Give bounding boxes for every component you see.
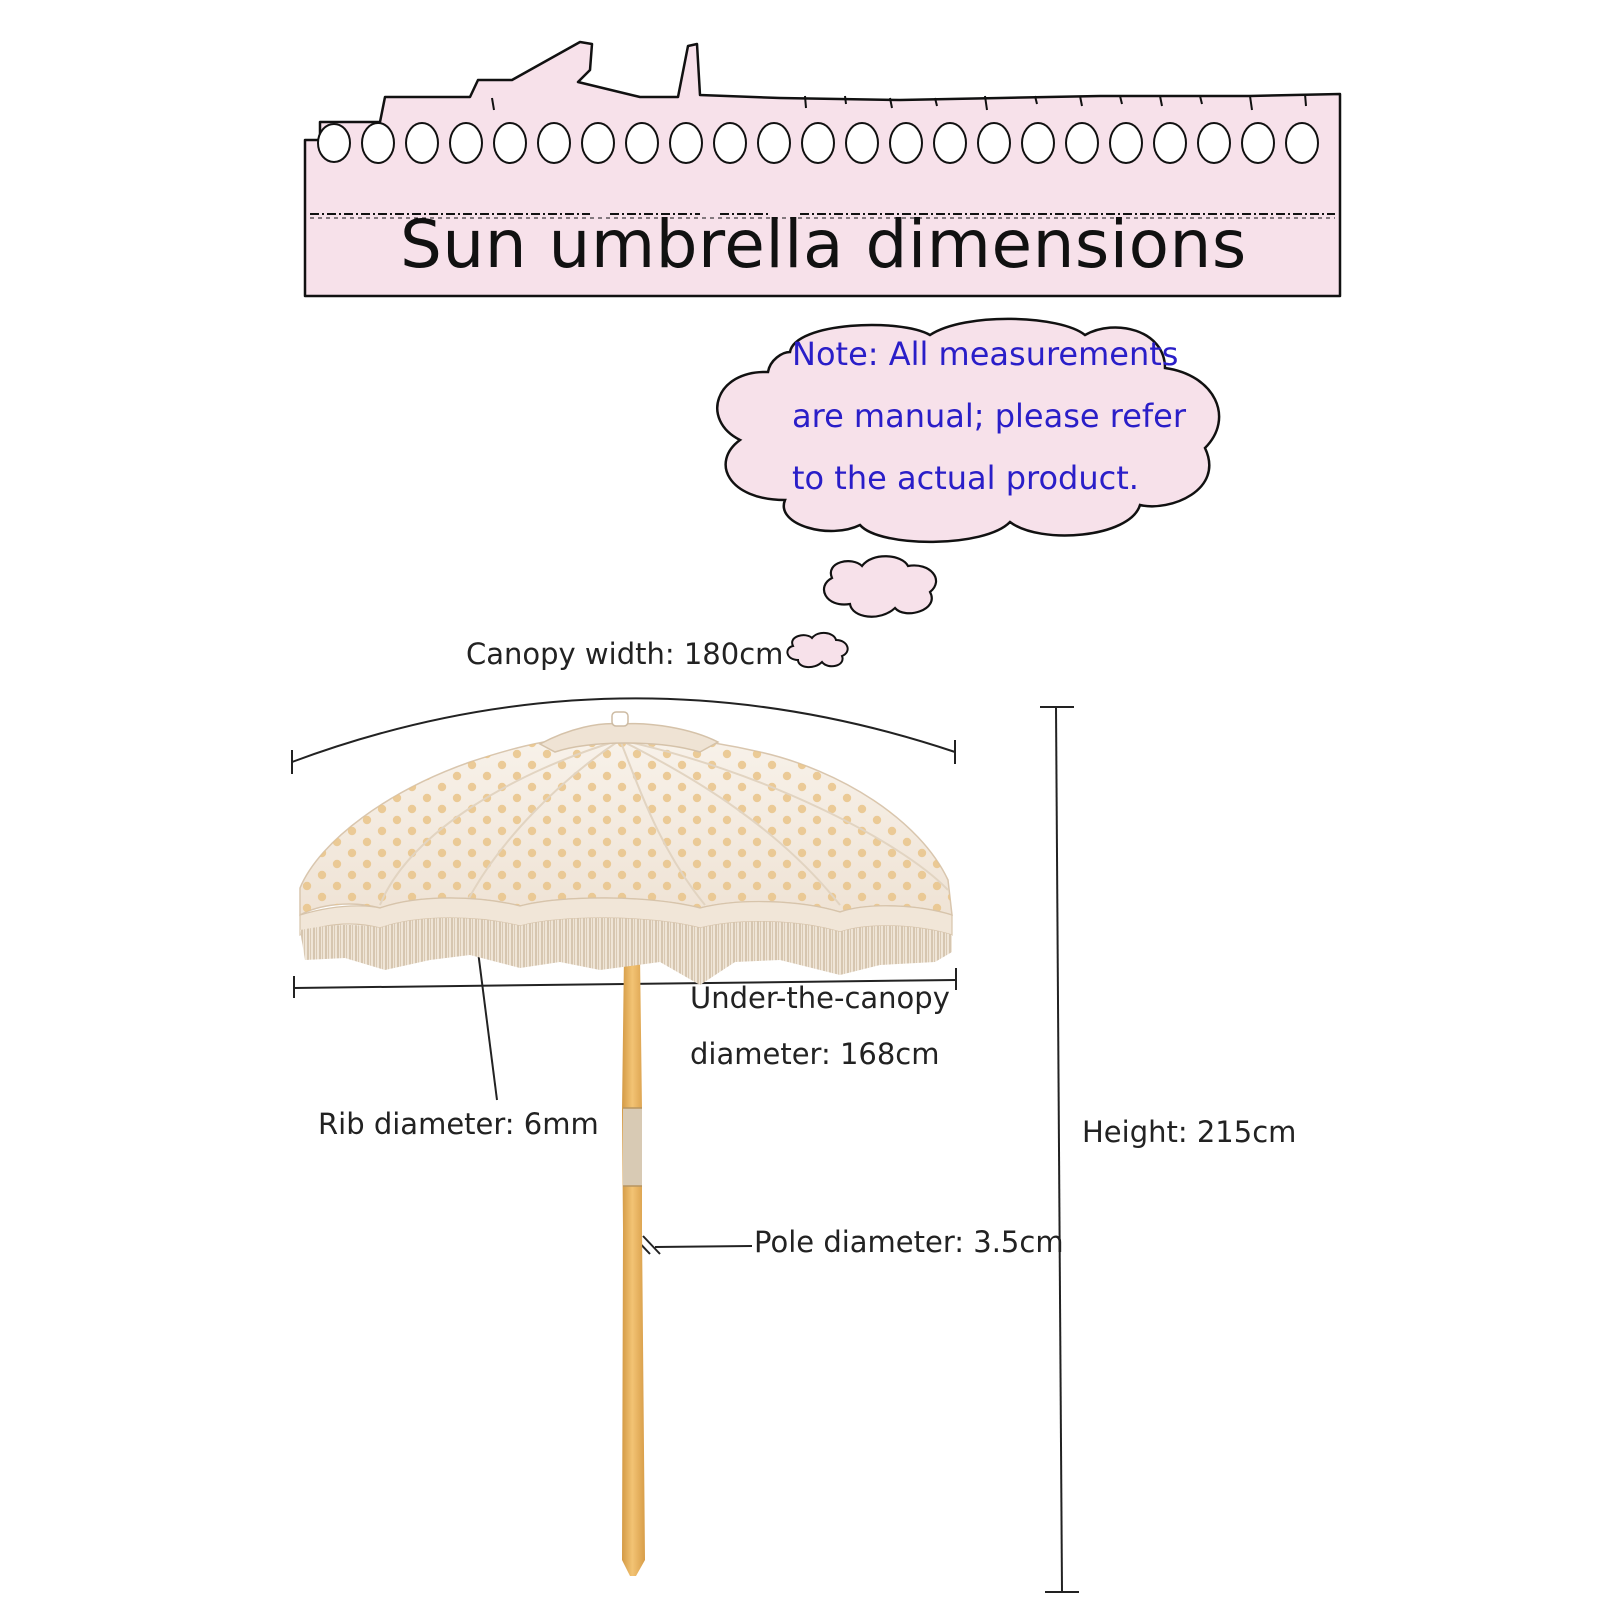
note-line-3: to the actual product. <box>792 459 1139 497</box>
title-banner <box>303 40 1342 298</box>
note-cloud <box>716 317 1221 668</box>
rib-diameter-label: Rib diameter: 6mm <box>318 1107 599 1141</box>
canopy-polka-dots <box>300 735 952 915</box>
canopy-seams <box>379 739 949 906</box>
height-label: Height: 215cm <box>1082 1115 1297 1149</box>
umbrella-pole <box>622 955 645 1576</box>
banner-scallops <box>317 122 1319 164</box>
pole-diameter-label: Pole diameter: 3.5cm <box>754 1225 1064 1259</box>
canopy-width-arc <box>291 697 956 763</box>
pole-slash-2 <box>642 1235 661 1255</box>
under-canopy-label-line2: diameter: 168cm <box>690 1037 940 1071</box>
canopy-fringe <box>300 917 952 985</box>
note-line-1: Note: All measurements <box>792 335 1179 373</box>
page-title: Sun umbrella dimensions <box>400 206 1247 283</box>
banner-stitch <box>310 213 1335 219</box>
note-line-2: are manual; please refer <box>792 397 1186 435</box>
umbrella-illustration <box>299 711 953 1576</box>
under-canopy-label-line1: Under-the-canopy <box>690 981 950 1015</box>
canopy-width-label: Canopy width: 180cm <box>466 637 784 671</box>
canopy-vent <box>538 722 720 753</box>
canopy-finial <box>611 711 629 727</box>
banner-ticks <box>491 93 1307 111</box>
pole-leader <box>654 1245 753 1248</box>
height-line <box>1055 706 1063 1593</box>
